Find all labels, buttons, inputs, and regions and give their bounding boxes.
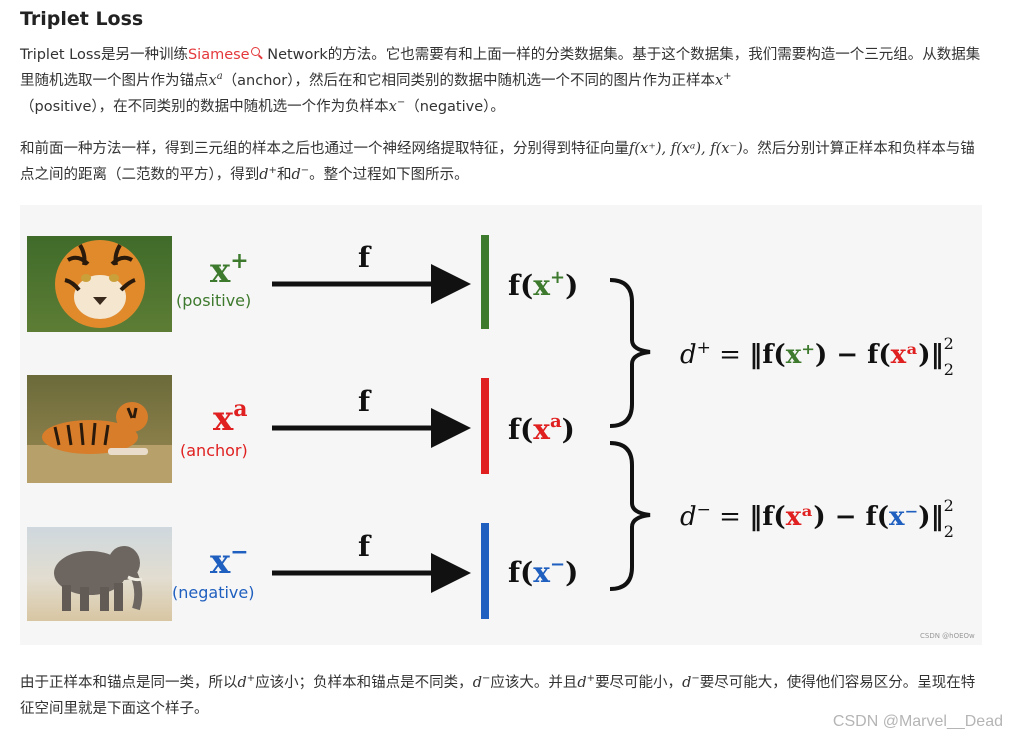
text: 应该小；负样本和锚点是不同类， (255, 675, 473, 691)
d-plus-sup: + (268, 165, 277, 177)
csdn-watermark: CSDN @Marvel__Dead (832, 713, 1003, 730)
d-minus-sup: − (481, 673, 491, 685)
text: 。然后分别计算正样本和负样本与锚点之间的距离（二范数的平方），得到 (20, 141, 975, 183)
section-heading: Triplet Loss (20, 8, 144, 30)
anchor-sup: a (216, 71, 223, 83)
text: Triplet Loss是另一种训练 (20, 47, 188, 63)
brace-bottom (609, 441, 651, 591)
negative-image (27, 527, 172, 621)
paragraph-conclusion: 由于正样本和锚点是同一类，所以d+应该小；负样本和锚点是不同类，d−应该大。并且… (20, 670, 982, 722)
negative-sup: − (396, 97, 406, 109)
anchor-label: (anchor) (180, 441, 248, 460)
text: 要尽可能大，使得他们容易区分。呈现在特征空间里就是下面这个样子。 (20, 675, 976, 717)
positive-image (27, 236, 172, 332)
arrow-negative: f (272, 530, 471, 593)
d-minus-sup: − (300, 165, 310, 177)
brace-top (609, 278, 651, 428)
search-icon[interactable] (250, 47, 260, 56)
svg-text:f: f (358, 385, 372, 418)
text: 。整个过程如下图所示。 (309, 167, 469, 183)
text: （negative）。 (405, 99, 505, 115)
positive-symbol: x+ (210, 248, 249, 291)
figure-canvas: x+ (positive) xa (anchor) x− (negative) … (27, 235, 975, 640)
figure-credit: CSDN @hOEOw (920, 632, 975, 640)
feature-positive: f(x+) (508, 267, 578, 302)
siamese-link[interactable]: Siamese (187, 47, 250, 63)
positive-sup: + (723, 71, 732, 83)
triplet-loss-figure: x+ (positive) xa (anchor) x− (negative) … (20, 205, 982, 645)
d-plus-var: d (259, 167, 269, 183)
text: 和 (276, 167, 292, 183)
negative-label: (negative) (172, 583, 254, 602)
positive-var: x (714, 73, 724, 89)
paragraph-intro: Triplet Loss是另一种训练Siamese Network的方法。它也需… (20, 42, 982, 120)
feature-vectors-math: f(x⁺), f(xᵃ), f(x⁻) (629, 141, 743, 157)
positive-label: (positive) (176, 291, 251, 310)
d-plus-sup: + (246, 673, 256, 685)
d-minus-var: d (682, 675, 692, 691)
feature-anchor: f(xa) (508, 411, 575, 446)
negative-symbol: x− (210, 539, 249, 582)
arrow-positive: f (272, 241, 471, 304)
anchor-symbol: xa (213, 396, 248, 439)
text: （anchor），然后在和它相同类别的数据中随机选一个不同的图片作为正样本 (222, 73, 715, 89)
feature-bar-anchor (481, 378, 489, 474)
svg-text:f: f (358, 530, 372, 563)
anchor-var: x (208, 73, 217, 89)
text: Network的方法。它也需要有和上面一样的分类数据集。基于这个数据集，我们需要… (20, 47, 981, 89)
negative-var: x (388, 99, 397, 115)
text: 由于正样本和锚点是同一类，所以 (20, 675, 238, 691)
d-minus-sup: − (691, 673, 700, 685)
text: 应该大。并且 (490, 675, 578, 691)
feature-bar-negative (481, 523, 489, 619)
text: 要尽可能小， (595, 675, 683, 691)
arrow-anchor: f (272, 385, 471, 448)
d-plus-var: d (237, 675, 247, 691)
feature-bar-positive (481, 235, 489, 329)
feature-negative: f(x−) (508, 554, 578, 589)
d-plus-sup: + (586, 673, 596, 685)
d-plus-var: d (577, 675, 587, 691)
anchor-image (27, 375, 172, 483)
paragraph-features: 和前面一种方法一样，得到三元组的样本之后也通过一个神经网络提取特征，分别得到特征… (20, 136, 982, 188)
svg-text:f: f (358, 241, 372, 274)
text: （positive），在不同类别的数据中随机选一个作为负样本 (20, 99, 389, 115)
d-minus-var: d (291, 167, 301, 183)
text: 和前面一种方法一样，得到三元组的样本之后也通过一个神经网络提取特征，分别得到特征… (20, 141, 629, 157)
d-minus-var: d (472, 675, 482, 691)
